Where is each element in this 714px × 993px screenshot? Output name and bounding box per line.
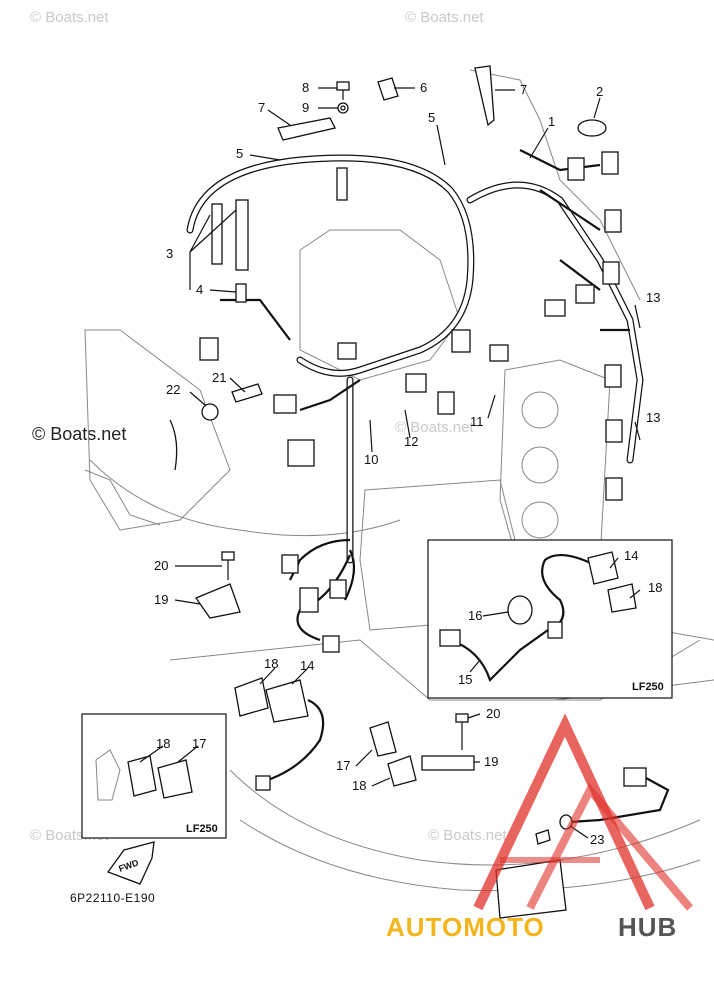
callout-5-right: 5 (428, 110, 435, 125)
lower-center-parts (369, 713, 475, 787)
callout-13-bottom: 13 (646, 410, 660, 425)
inset-left-tag: LF250 (186, 823, 218, 835)
diagram-code: 6P22110-E190 (70, 891, 155, 905)
leader-lines (139, 87, 641, 839)
fwd-arrow: FWD (106, 841, 155, 885)
callout-7-right: 7 (520, 82, 527, 97)
callout-2: 2 (596, 84, 603, 99)
bracket-left (195, 551, 241, 619)
callout-22: 22 (166, 382, 180, 397)
callout-9: 9 (302, 100, 309, 115)
callout-1: 1 (548, 114, 555, 129)
callout-16: 16 (468, 608, 482, 623)
watermark-middle-left: © Boats.net (32, 424, 126, 444)
callout-19-lower: 19 (484, 754, 498, 769)
callout-18-center: 18 (264, 656, 278, 671)
callout-numbers: 1 2 3 4 5 5 6 7 7 8 9 10 11 12 13 13 14 … (154, 80, 662, 847)
watermark-top-left: © Boats.net (30, 9, 109, 26)
left-components (169, 199, 263, 471)
callout-6: 6 (420, 80, 427, 95)
callout-18-lower: 18 (352, 778, 366, 793)
callout-14-center: 14 (300, 658, 314, 673)
inset-right: LF250 (427, 539, 673, 699)
callout-19-left: 19 (154, 592, 168, 607)
callout-15: 15 (458, 672, 472, 687)
logo-text-secondary: HUB (618, 912, 677, 942)
watermark-middle: © Boats.net (395, 419, 474, 436)
automotohub-logo: AUTOMOTO HUB (386, 713, 694, 942)
fasteners-top (235, 65, 607, 303)
callout-7-left: 7 (258, 100, 265, 115)
watermark-top-right: © Boats.net (405, 9, 484, 26)
callout-17-center: 17 (336, 758, 350, 773)
callout-18-inset-right: 18 (648, 580, 662, 595)
callout-14-inset: 14 (624, 548, 638, 563)
inset-left: LF250 (81, 713, 227, 839)
callout-21: 21 (212, 370, 226, 385)
center-grommets (234, 677, 325, 791)
callout-13-top: 13 (646, 290, 660, 305)
callout-8: 8 (302, 80, 309, 95)
harness-connectors (199, 151, 623, 653)
callout-20-lower: 20 (486, 706, 500, 721)
callout-12: 12 (404, 434, 418, 449)
callout-17-inset: 17 (192, 736, 206, 751)
callout-5-left: 5 (236, 146, 243, 161)
callout-3: 3 (166, 246, 173, 261)
inset-right-tag: LF250 (632, 681, 664, 693)
callout-4: 4 (196, 282, 203, 297)
callout-23: 23 (590, 832, 604, 847)
callout-10: 10 (364, 452, 378, 467)
watermark-lower-middle: © Boats.net (428, 827, 507, 844)
logo-text-primary: AUTOMOTO (386, 912, 545, 942)
callout-11: 11 (470, 414, 484, 429)
callout-18-inset-left: 18 (156, 736, 170, 751)
callout-20-left: 20 (154, 558, 168, 573)
